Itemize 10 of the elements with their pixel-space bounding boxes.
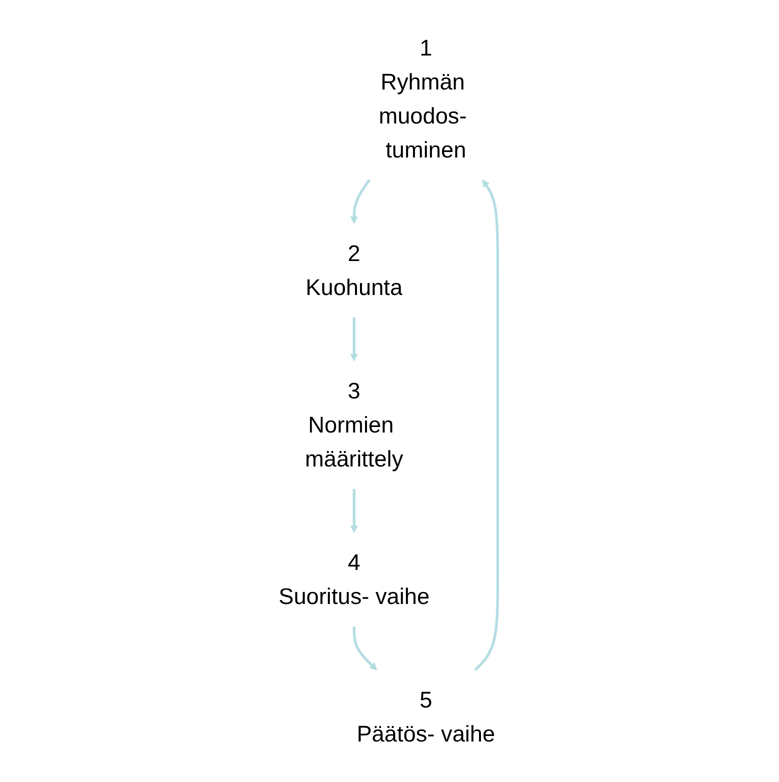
arrow	[350, 179, 370, 224]
node-text: 5 Päätös- vaihe	[356, 686, 495, 747]
node-text: 4 Suoritus- vaihe	[278, 549, 430, 610]
arrow	[352, 626, 377, 670]
node-text: 2 Kuohunta	[305, 240, 402, 300]
arrow	[474, 180, 499, 671]
node-text: 1 Ryhmän muodos- tuminen	[378, 34, 466, 162]
node-text: 3 Normien määrittely	[304, 378, 403, 472]
arrow	[350, 317, 358, 362]
arrow	[350, 488, 358, 533]
